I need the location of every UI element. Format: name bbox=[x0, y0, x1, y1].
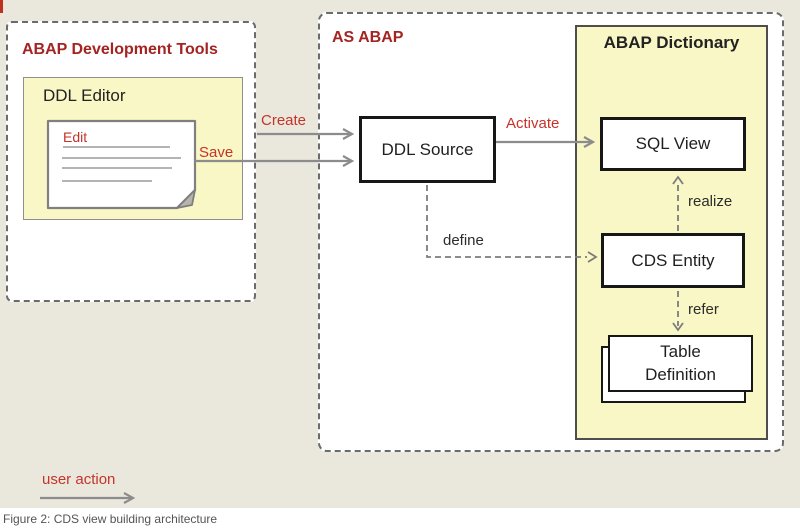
panel-ddl-editor-title: DDL Editor bbox=[43, 86, 126, 105]
node-sql-view-label: SQL View bbox=[635, 134, 711, 153]
figure-caption: Figure 2: CDS view building architecture bbox=[3, 512, 218, 526]
edge-activate-label: Activate bbox=[506, 115, 560, 132]
node-table-definition: Table Definition bbox=[608, 335, 753, 392]
node-ddl-source: DDL Source bbox=[359, 116, 496, 183]
node-ddl-source-label: DDL Source bbox=[381, 139, 474, 159]
document-edit-label: Edit bbox=[63, 129, 88, 145]
group-abap-development-tools-title: ABAP Development Tools bbox=[22, 41, 218, 58]
edge-define-label: define bbox=[443, 232, 484, 249]
edge-create-label: Create bbox=[261, 112, 307, 129]
edge-realize-label: realize bbox=[688, 193, 733, 210]
caption-bar: Figure 2: CDS view building architecture bbox=[0, 508, 800, 532]
user-action-legend-arrow bbox=[40, 492, 136, 504]
edge-refer-label: refer bbox=[688, 301, 719, 318]
edge-save-label: Save bbox=[199, 144, 234, 161]
node-cds-entity-label: CDS Entity bbox=[631, 250, 715, 270]
node-sql-view: SQL View bbox=[600, 117, 746, 171]
red-corner-artifact bbox=[0, 0, 3, 13]
panel-abap-dictionary-title: ABAP Dictionary bbox=[603, 33, 740, 52]
legend-user-action-label: user action bbox=[42, 471, 116, 488]
node-table-definition-label-line1: Table bbox=[660, 341, 701, 361]
node-table-definition-label-line2: Definition bbox=[645, 364, 716, 384]
node-cds-entity: CDS Entity bbox=[601, 233, 745, 288]
group-as-abap-title: AS ABAP bbox=[332, 29, 404, 46]
